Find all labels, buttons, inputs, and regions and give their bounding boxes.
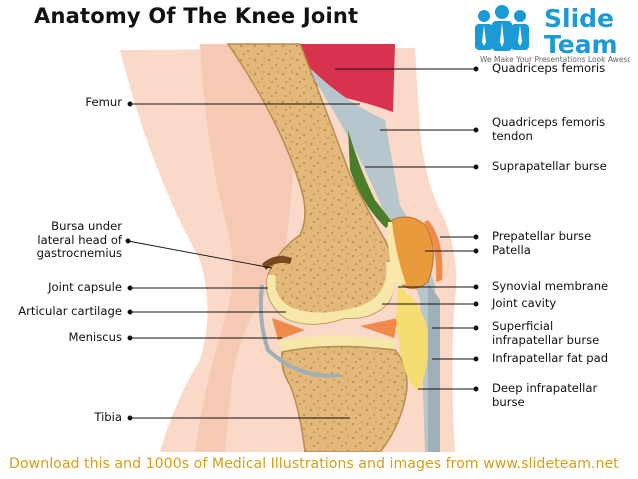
label-deep-line2: burse: [492, 394, 525, 409]
meniscus-right: [360, 318, 398, 338]
label-qf-tendon-line1: Quadriceps femoris: [492, 115, 606, 129]
label-femur: Femur: [85, 95, 122, 109]
label-quadriceps-femoris: Quadriceps femoris: [492, 61, 606, 75]
label-fat-pad: Infrapatellar fat pad: [492, 351, 609, 365]
logo-text-team: Team: [544, 30, 618, 59]
infrapatellar-fat-pad: [396, 286, 429, 392]
label-superficial-bursa: Superficial infrapatellar burse: [492, 319, 600, 347]
femoral-cartilage: [266, 262, 396, 324]
label-patella: Patella: [492, 243, 531, 257]
label-deep-bursa: Deep infrapatellar burse: [492, 381, 598, 409]
label-superficial-line2: infrapatellar burse: [492, 332, 600, 347]
label-bursa-line1: Bursa under: [51, 219, 122, 233]
posterior-tissue: [195, 44, 294, 452]
label-meniscus: Meniscus: [68, 330, 122, 344]
gastrocnemius-bursa: [262, 256, 292, 270]
people-icon: [475, 5, 529, 51]
suprapatellar-bursa: [348, 130, 392, 228]
joint-capsule: [258, 284, 341, 378]
quadriceps-muscle: [282, 44, 395, 112]
patellar-ligament: [428, 282, 440, 452]
label-bursa-line3: gastrocnemius: [36, 246, 122, 260]
logo-tagline: We Make Your Presentations Look Awesome: [480, 55, 630, 64]
footer-text: Download this and 1000s of Medical Illus…: [9, 456, 619, 472]
label-qf-tendon: Quadriceps femoris tendon: [492, 115, 606, 143]
label-superficial-line1: Superficial: [492, 319, 554, 333]
label-deep-line1: Deep infrapatellar: [492, 381, 598, 395]
label-bursa-gastrocnemius: Bursa under lateral head of gastrocnemiu…: [18, 219, 122, 261]
meniscus-left: [272, 318, 305, 340]
logo-text-slide: Slide: [544, 4, 614, 33]
label-articular-cartilage: Articular cartilage: [18, 304, 122, 318]
patella-cartilage: [387, 222, 406, 286]
label-tibia: Tibia: [94, 410, 122, 424]
prepatellar-bursa: [424, 220, 443, 282]
footer-banner: Download this and 1000s of Medical Illus…: [0, 452, 638, 479]
label-joint-cavity: Joint cavity: [492, 296, 557, 310]
label-bursa-line2: lateral head of: [37, 232, 122, 247]
label-qf-tendon-line2: tendon: [492, 128, 533, 143]
slideteam-logo: Slide Team We Make Your Presentations Lo…: [462, 0, 630, 64]
label-suprapatellar: Suprapatellar burse: [492, 159, 607, 173]
label-joint-capsule: Joint capsule: [48, 280, 122, 294]
label-prepatellar: Prepatellar burse: [492, 229, 592, 243]
page-title: Anatomy Of The Knee Joint: [34, 4, 359, 28]
label-synovial: Synovial membrane: [492, 279, 609, 293]
